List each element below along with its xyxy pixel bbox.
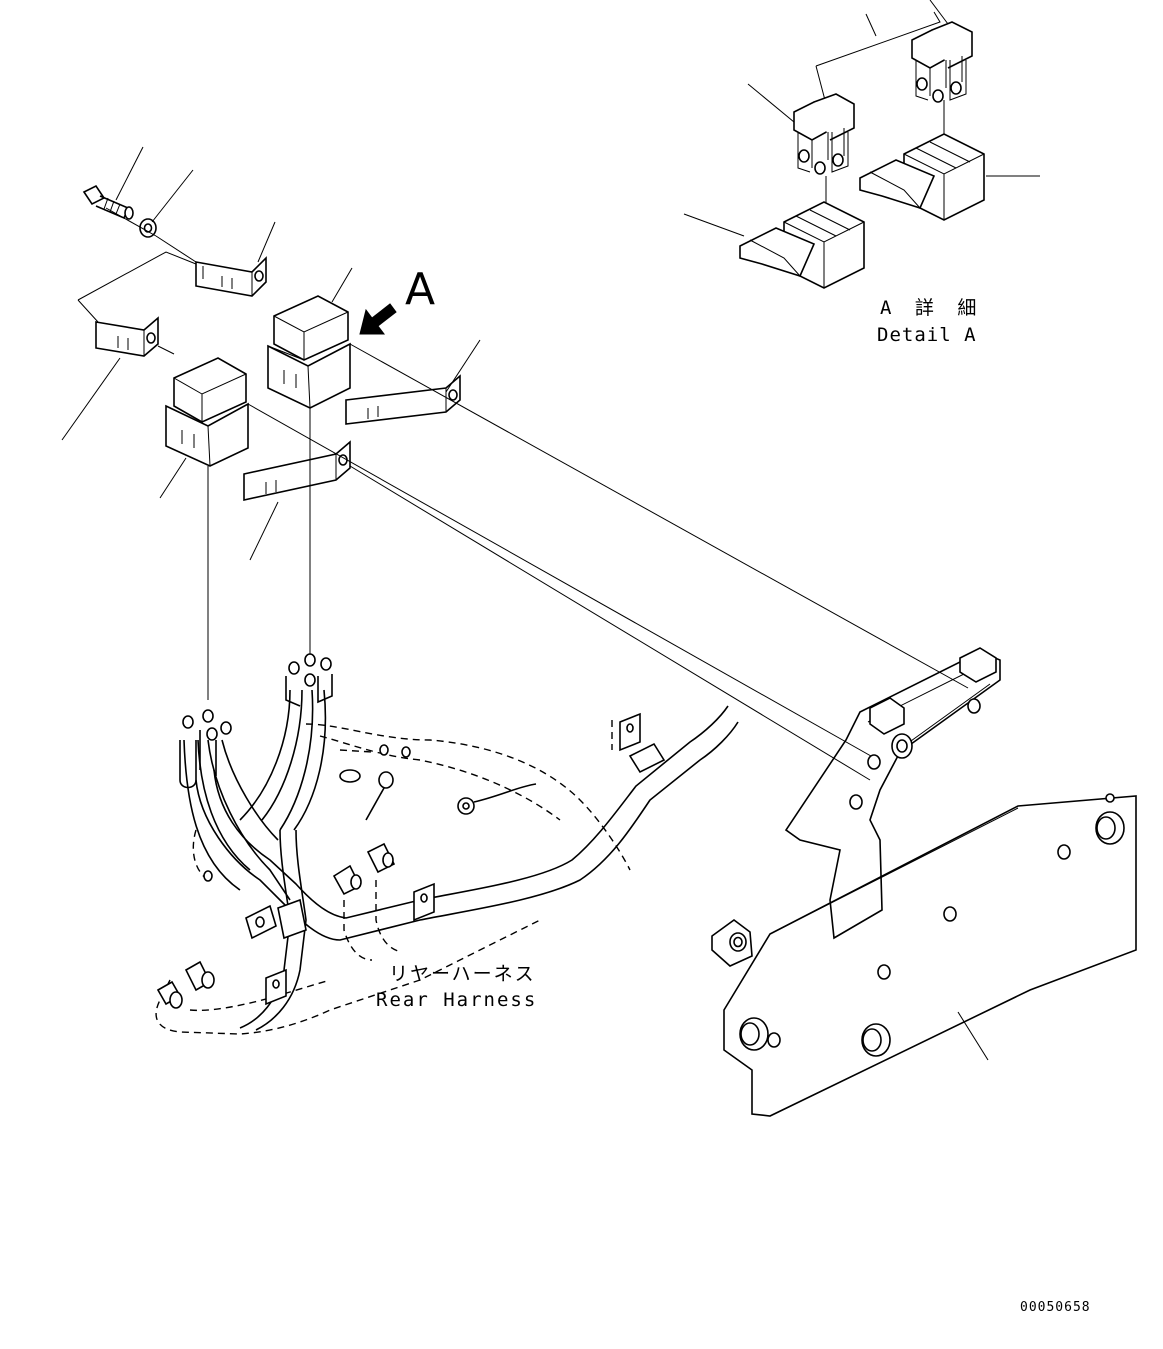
fuse-holder-right: [859, 133, 985, 221]
detail-a-title-en: Detail A: [877, 324, 977, 346]
fuse-pair-upper: [911, 21, 973, 103]
washer: [139, 218, 157, 238]
rear-harness: [155, 653, 739, 1035]
bracket-middle-left: [95, 316, 159, 357]
mounting-plate: [711, 647, 1137, 1117]
bracket-right-lower: [243, 440, 351, 501]
relay-front: [165, 357, 249, 467]
detail-a-title-jp: A 詳 細: [880, 297, 983, 319]
detail-a-group: [683, 0, 1040, 289]
rear-harness-label-jp: リヤーハーネス: [389, 963, 536, 985]
bracket-right-upper: [345, 374, 461, 425]
drawing-number: 00050658: [1020, 1300, 1091, 1315]
assembly-lines: [77, 207, 969, 781]
fuse-pair-lower: [793, 93, 855, 175]
rear-harness-label-en: Rear Harness: [376, 989, 538, 1011]
view-letter-a: A: [405, 264, 436, 315]
fuse-holder-left: [739, 201, 865, 289]
bolt: [82, 184, 134, 220]
arrow-pointing-down-left-icon: [359, 303, 397, 335]
relay-rear: [267, 295, 351, 409]
leader-lines: [61, 146, 989, 1061]
bracket-upper-left: [195, 256, 267, 297]
